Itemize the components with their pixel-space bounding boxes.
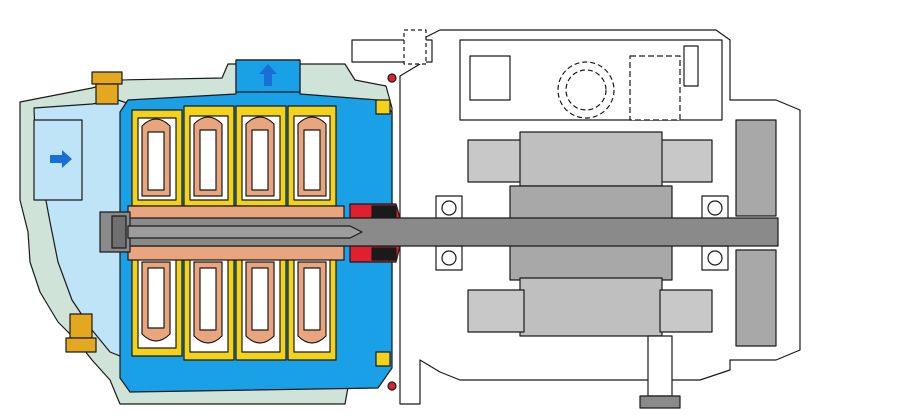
stator-winding-top — [467, 139, 525, 183]
motor-foot — [639, 335, 681, 409]
impeller-hub-bottom — [127, 245, 345, 261]
stage-4-top — [287, 105, 337, 207]
drain-plug — [65, 313, 97, 353]
o-ring-top — [387, 73, 397, 83]
stage-4-bottom — [287, 251, 337, 361]
mechanical-seal — [349, 203, 401, 263]
shaft-tip — [127, 225, 363, 239]
casing-seal-bottom — [375, 351, 391, 367]
o-ring-bottom — [387, 381, 397, 391]
stator-core-top — [519, 131, 663, 187]
bearing-rear — [701, 195, 729, 271]
bearing-front — [435, 195, 463, 271]
terminal-box — [459, 39, 723, 121]
stator-core-bottom — [519, 277, 663, 337]
stage-1-top — [131, 109, 183, 207]
stage-1-bottom — [131, 251, 183, 357]
stage-3-top — [235, 105, 287, 207]
pump-stages — [127, 105, 345, 361]
cooling-fan — [735, 119, 777, 347]
casing-seal-top — [375, 99, 391, 115]
stator-winding-bottom — [467, 289, 525, 333]
inlet-arrow-icon — [50, 150, 72, 168]
stage-2-bottom — [183, 251, 235, 361]
stage-2-top — [183, 105, 235, 207]
outlet-arrow-icon — [259, 64, 277, 86]
priming-plug — [91, 71, 123, 105]
stage-3-bottom — [235, 251, 287, 361]
